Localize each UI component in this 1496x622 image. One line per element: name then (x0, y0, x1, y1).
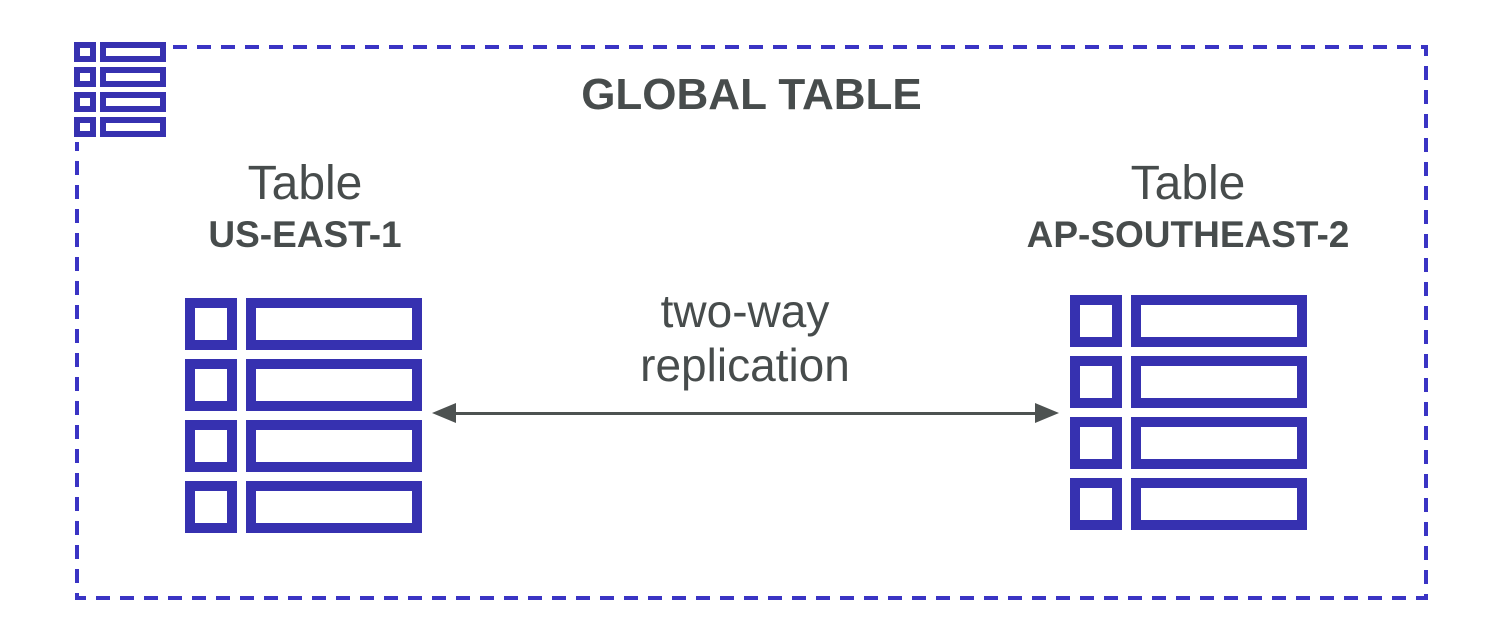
right-table-labels: Table AP-SOUTHEAST-2 (1018, 156, 1358, 258)
ap-southeast-2-table-icon (1070, 295, 1307, 530)
right-table-label: Table (1130, 157, 1246, 210)
left-table-region: US-EAST-1 (208, 214, 402, 255)
table-icon-row (74, 117, 166, 137)
table-icon-row (185, 359, 422, 411)
table-icon-row-bar (1131, 295, 1307, 347)
table-icon-row (1070, 356, 1307, 408)
table-icon-row (74, 42, 166, 62)
table-icon-row-bar (100, 67, 166, 87)
table-icon-row-bar (246, 359, 422, 411)
table-icon-row-bar (1131, 478, 1307, 530)
table-icon-key-cell (74, 42, 96, 62)
arrow-shaft (456, 411, 1035, 415)
table-icon-row-bar (246, 420, 422, 472)
table-icon-row (185, 420, 422, 472)
table-icon-row (1070, 478, 1307, 530)
table-icon-row (185, 481, 422, 533)
two-way-arrow-icon (432, 403, 1059, 423)
right-table-region: AP-SOUTHEAST-2 (1026, 214, 1350, 255)
table-icon-key-cell (74, 92, 96, 112)
table-icon-row-bar (100, 117, 166, 137)
table-icon-key-cell (1070, 295, 1122, 347)
replication-label: two-way replication (595, 284, 895, 392)
table-icon-row-bar (100, 42, 166, 62)
left-table-labels: Table US-EAST-1 (135, 156, 475, 258)
global-table-boundary (75, 45, 1428, 600)
replication-label-line2: replication (640, 339, 850, 391)
global-table-icon (71, 39, 171, 142)
table-icon-key-cell (1070, 356, 1122, 408)
table-icon-row (185, 298, 422, 350)
table-icon-key-cell (185, 481, 237, 533)
table-icon-key-cell (185, 298, 237, 350)
table-icon-key-cell (74, 117, 96, 137)
table-icon-row-bar (1131, 417, 1307, 469)
table-icon-key-cell (1070, 417, 1122, 469)
global-table-title: GLOBAL TABLE (581, 70, 922, 119)
table-icon-key-cell (185, 420, 237, 472)
left-table-label: Table (247, 157, 363, 210)
table-icon-row (1070, 417, 1307, 469)
arrowhead-right-icon (1035, 403, 1059, 423)
table-icon-key-cell (185, 359, 237, 411)
table-icon-key-cell (1070, 478, 1122, 530)
table-icon-row (74, 92, 166, 112)
us-east-1-table-icon (185, 298, 422, 533)
table-icon-row-bar (1131, 356, 1307, 408)
table-icon-key-cell (74, 67, 96, 87)
table-icon-row-bar (246, 298, 422, 350)
replication-label-line1: two-way (660, 285, 830, 337)
arrowhead-left-icon (432, 403, 456, 423)
table-icon-row-bar (100, 92, 166, 112)
table-icon-row (74, 67, 166, 87)
table-icon-row (1070, 295, 1307, 347)
table-icon-row-bar (246, 481, 422, 533)
